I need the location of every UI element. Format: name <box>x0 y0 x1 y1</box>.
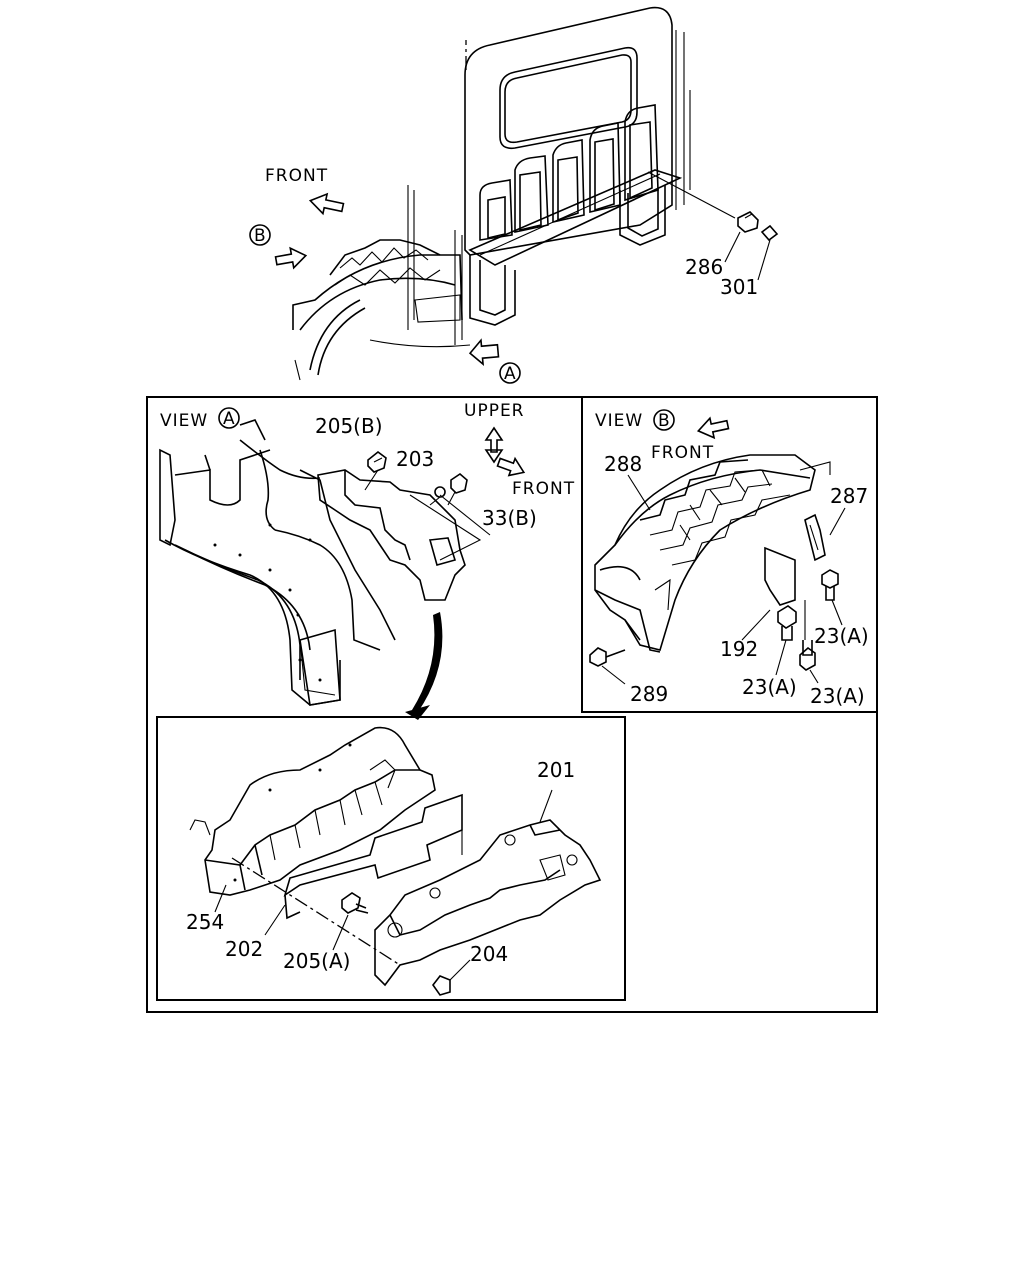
callout-23a-1: 23(A) <box>814 624 869 648</box>
callout-192: 192 <box>720 637 758 661</box>
view-a-letter: A <box>223 409 236 429</box>
callout-23a-3: 23(A) <box>810 684 865 708</box>
callout-301: 301 <box>720 275 758 299</box>
callout-286: 286 <box>685 255 723 279</box>
view-a-upper-label: UPPER <box>464 401 525 421</box>
view-b-letter: B <box>658 411 671 431</box>
callout-202: 202 <box>225 937 263 961</box>
overview-marker-a: A <box>504 364 517 384</box>
callout-289: 289 <box>630 682 668 706</box>
callout-205b: 205(B) <box>315 414 383 438</box>
callout-33b: 33(B) <box>482 506 537 530</box>
overview-front-label: FRONT <box>265 166 328 186</box>
callout-204: 204 <box>470 942 508 966</box>
callout-205a: 205(A) <box>283 949 350 973</box>
view-b-view-word: VIEW <box>595 411 643 431</box>
callout-23a-2: 23(A) <box>742 675 797 699</box>
view-b-frame <box>581 396 878 713</box>
overview-cab-illustration <box>249 6 779 384</box>
view-b-illustration <box>589 409 846 685</box>
view-b-front-label: FRONT <box>651 443 714 463</box>
callout-254: 254 <box>186 910 224 934</box>
callout-287: 287 <box>830 484 868 508</box>
detail-illustration <box>189 726 602 996</box>
callout-203: 203 <box>396 447 434 471</box>
view-a-front-label: FRONT <box>512 479 575 499</box>
callout-201: 201 <box>537 758 575 782</box>
view-a-view-word: VIEW <box>160 411 208 431</box>
callout-288: 288 <box>604 452 642 476</box>
overview-marker-b: B <box>254 226 267 246</box>
detail-frame <box>156 716 626 1001</box>
view-a-illustration <box>159 407 526 720</box>
